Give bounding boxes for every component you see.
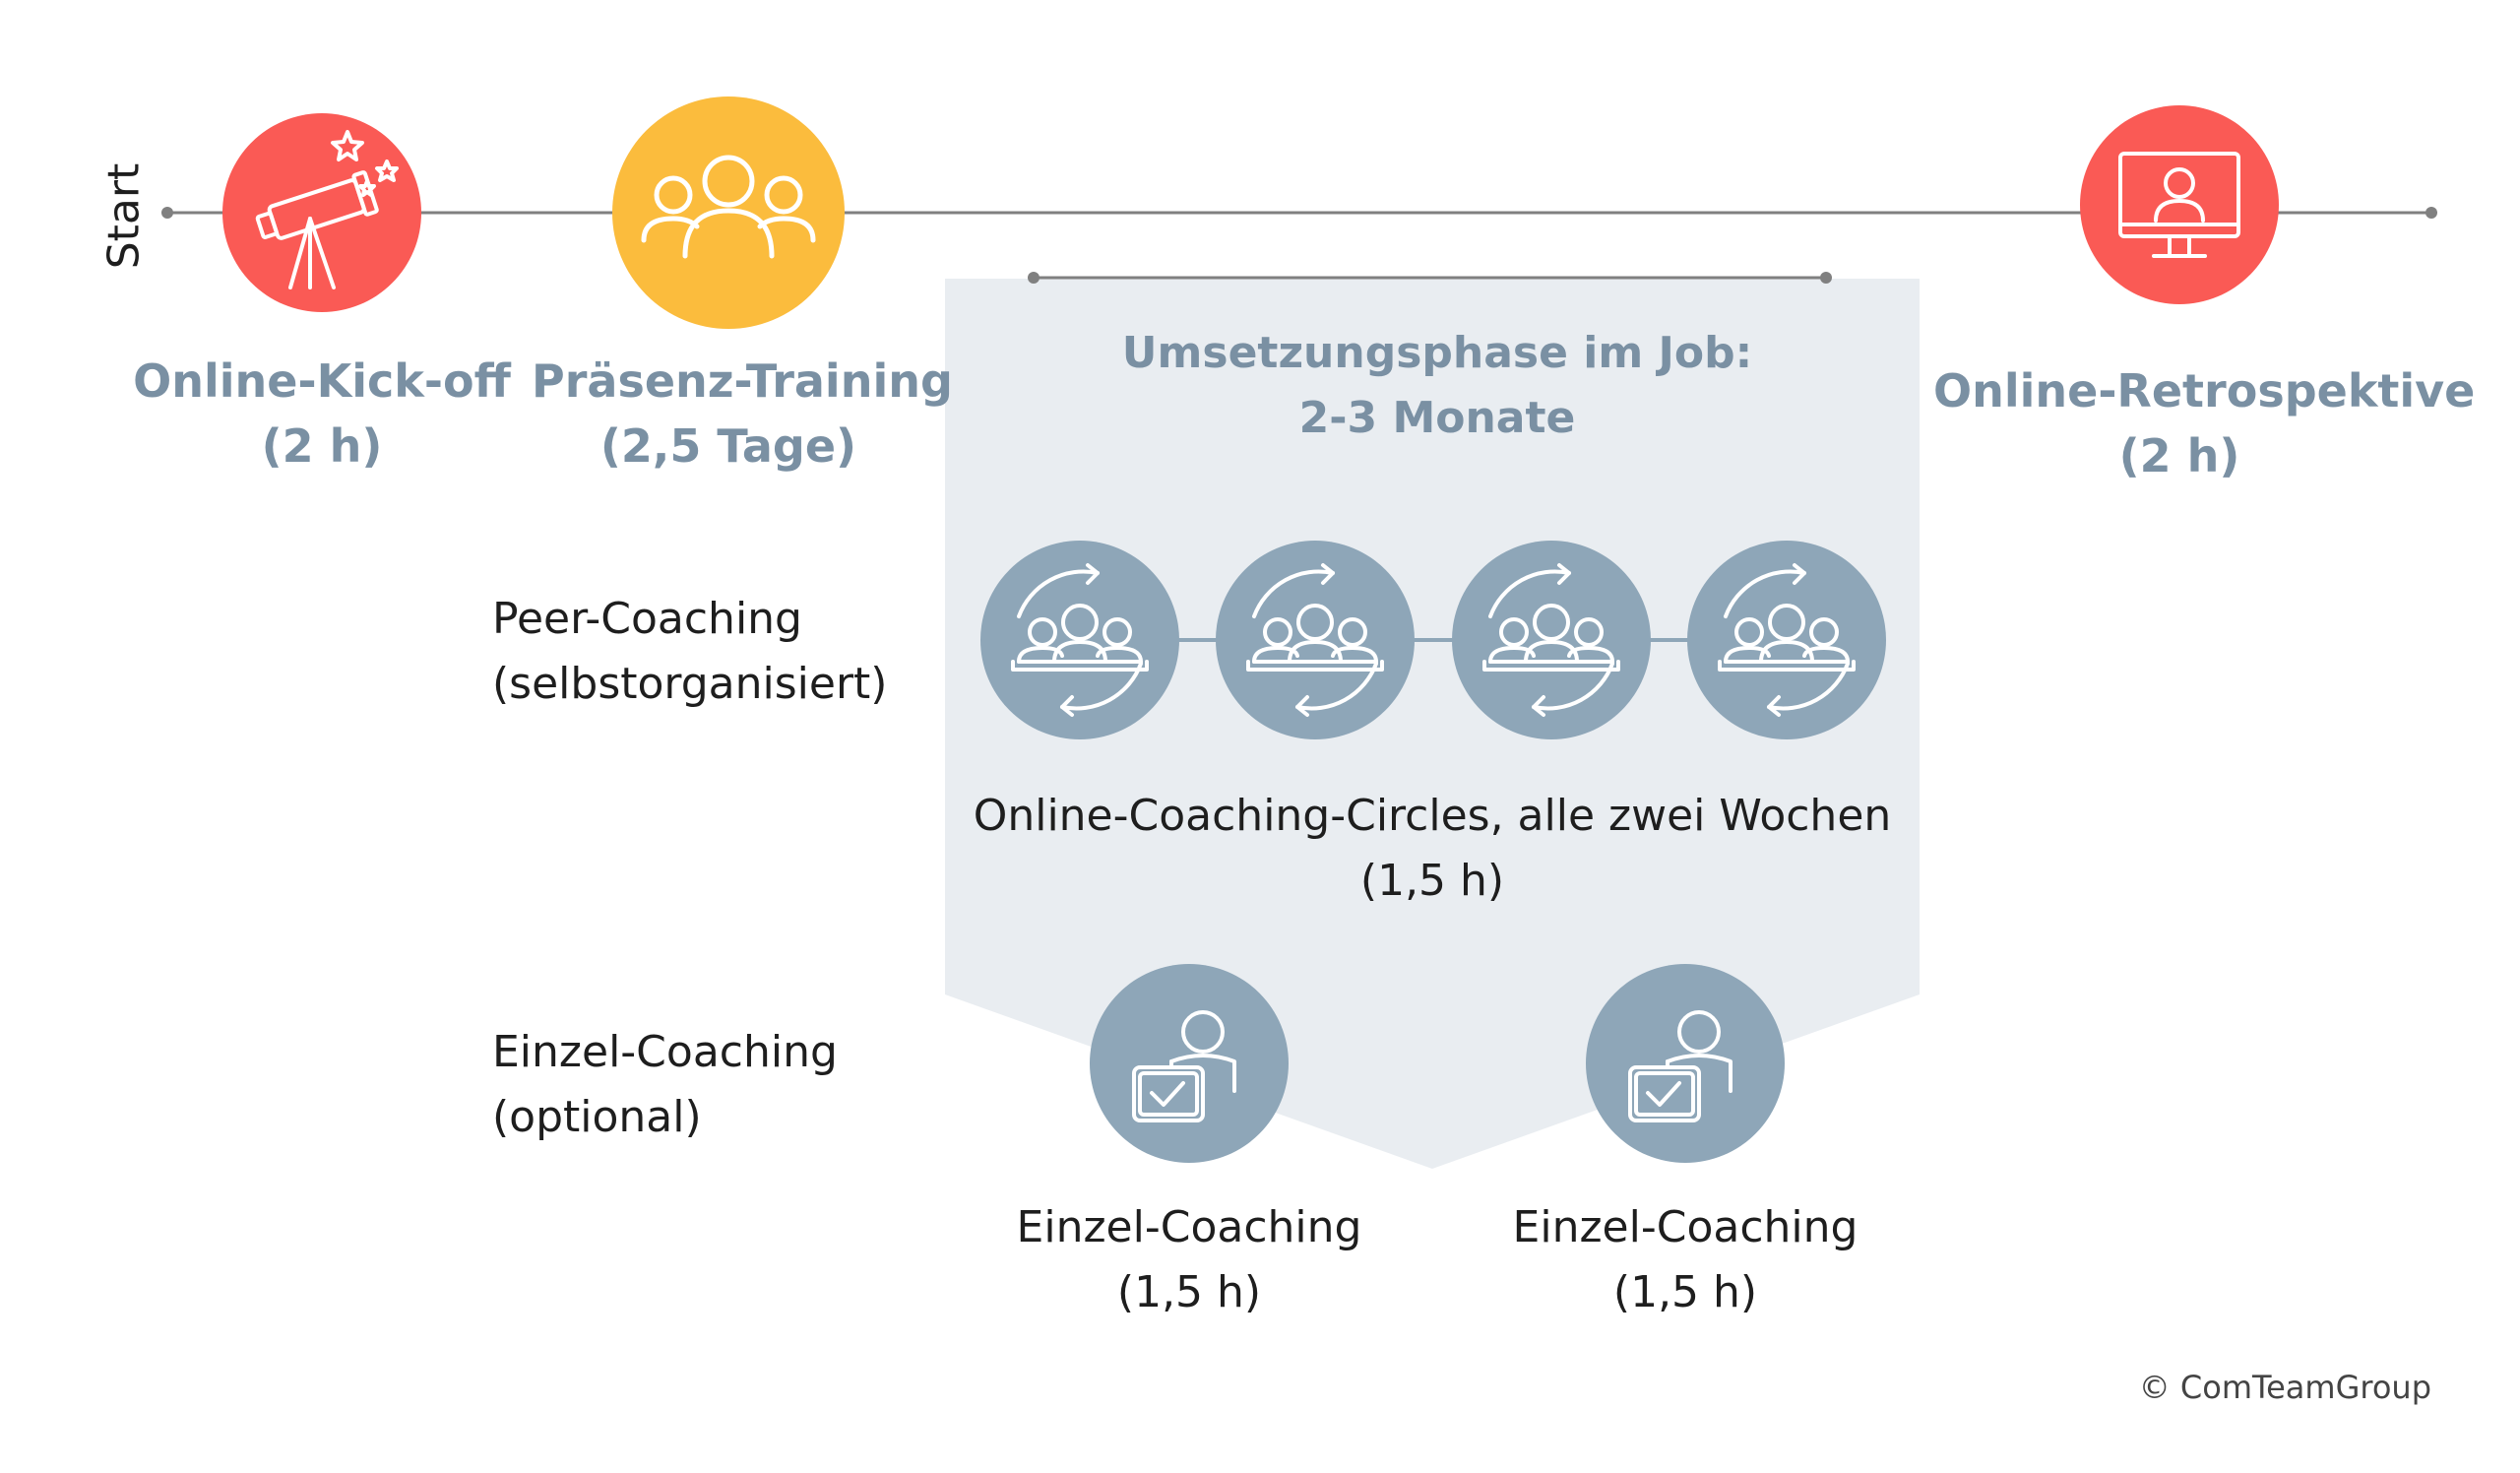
peer-coaching-line1: Peer-Coaching xyxy=(492,594,802,644)
retrospective-title: Online-Retrospektive xyxy=(1933,364,2476,417)
peer-coaching-line2: (selbstorganisiert) xyxy=(492,659,888,709)
training-duration: (2,5 Tage) xyxy=(599,419,857,473)
monitor-person-icon xyxy=(2080,105,2279,304)
start-label: Start xyxy=(98,162,150,270)
single-session-1-duration: (1,5 h) xyxy=(1116,1267,1262,1317)
kickoff-label: Online-Kick-off (2 h) xyxy=(125,349,519,479)
single-coaching-line2: (optional) xyxy=(492,1092,702,1142)
circles-caption-line2: (1,5 h) xyxy=(1359,856,1505,906)
coaching-circle-icon xyxy=(1216,541,1415,739)
peer-coaching-label: Peer-Coaching (selbstorganisiert) xyxy=(492,587,887,717)
kickoff-title: Online-Kick-off xyxy=(133,354,511,408)
single-session-1-title: Einzel-Coaching xyxy=(1016,1202,1362,1252)
timeline-start-dot xyxy=(161,207,173,219)
single-coaching-line1: Einzel-Coaching xyxy=(492,1027,838,1077)
single-session-1: Einzel-Coaching (1,5 h) xyxy=(992,1195,1386,1325)
phase-panel xyxy=(945,279,1920,1169)
training-title: Präsenz-Training xyxy=(532,354,953,408)
single-session-2-duration: (1,5 h) xyxy=(1612,1267,1758,1317)
phase-range-start-dot xyxy=(1028,272,1040,284)
timeline-end-dot xyxy=(2426,207,2437,219)
phase-range-end-dot xyxy=(1820,272,1832,284)
phase-label: Umsetzungsphase im Job: 2-3 Monate xyxy=(1043,321,1831,451)
single-session-2: Einzel-Coaching (1,5 h) xyxy=(1488,1195,1882,1325)
coaching-circle-icon xyxy=(980,541,1179,739)
coaching-circle-icon xyxy=(1687,541,1886,739)
person-check-icon xyxy=(1090,964,1289,1163)
single-session-2-title: Einzel-Coaching xyxy=(1512,1202,1858,1252)
telescope-icon xyxy=(222,113,421,312)
circles-caption-line1: Online-Coaching-Circles, alle zwei Woche… xyxy=(973,791,1892,841)
group-icon xyxy=(612,96,845,329)
phase-title: Umsetzungsphase im Job: xyxy=(1121,328,1753,378)
single-coaching-label: Einzel-Coaching (optional) xyxy=(492,1020,838,1150)
kickoff-duration: (2 h) xyxy=(261,419,383,473)
coaching-circle-icon xyxy=(1452,541,1651,739)
phase-duration: 2-3 Monate xyxy=(1298,393,1576,443)
training-label: Präsenz-Training (2,5 Tage) xyxy=(532,349,953,479)
circles-caption: Online-Coaching-Circles, alle zwei Woche… xyxy=(945,784,1920,914)
copyright: © ComTeamGroup xyxy=(2138,1369,2431,1406)
retrospective-duration: (2 h) xyxy=(2118,429,2240,482)
retrospective-label: Online-Retrospektive (2 h) xyxy=(1933,358,2476,488)
person-check-icon xyxy=(1586,964,1785,1163)
